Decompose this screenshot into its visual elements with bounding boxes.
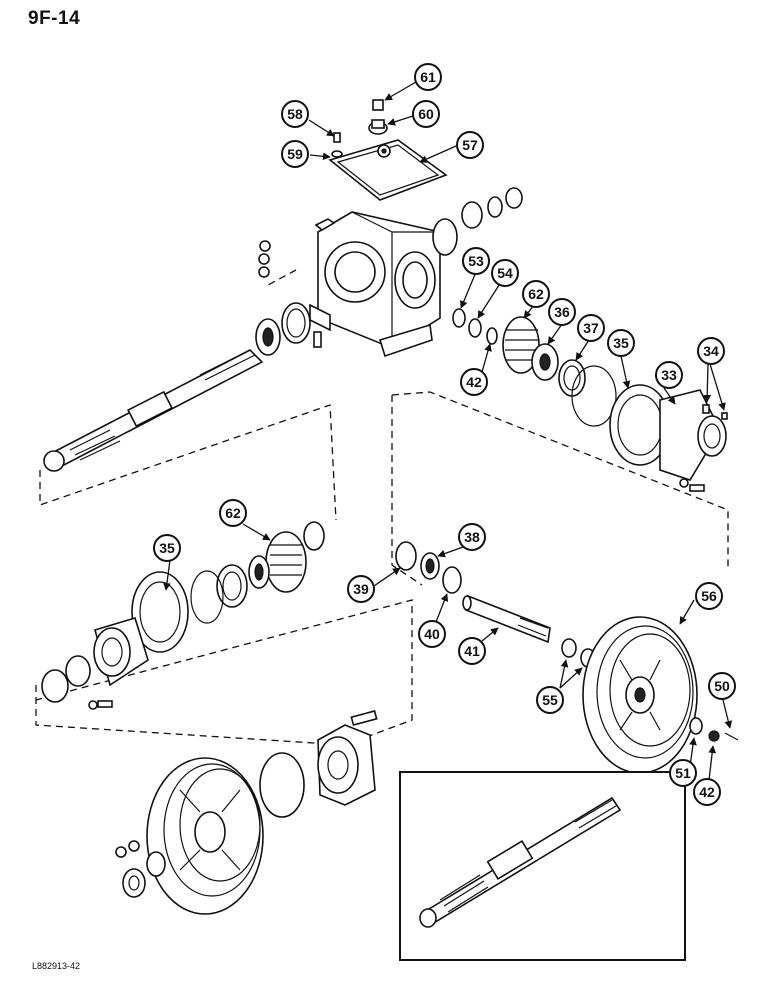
- callout-54: 54: [491, 259, 519, 287]
- callout-62-right: 62: [522, 280, 550, 308]
- inset-alternate-shaft: [399, 771, 686, 961]
- svg-text:62: 62: [528, 286, 544, 302]
- svg-text:58: 58: [287, 106, 303, 122]
- svg-text:37: 37: [583, 320, 599, 336]
- plug-and-washer: [368, 99, 388, 135]
- input-shaft: [43, 349, 264, 472]
- callout-37: 37: [577, 314, 605, 342]
- callout-42-upper: 42: [460, 368, 488, 396]
- svg-text:59: 59: [287, 146, 303, 162]
- callout-50: 50: [708, 672, 736, 700]
- gearbox-housing: [309, 211, 441, 358]
- svg-text:38: 38: [464, 529, 480, 545]
- svg-text:42: 42: [699, 784, 715, 800]
- svg-text:35: 35: [159, 540, 175, 556]
- top-cover-plate: [328, 139, 448, 201]
- svg-text:61: 61: [420, 69, 436, 85]
- callout-59: 59: [281, 140, 309, 168]
- callout-61: 61: [414, 63, 442, 91]
- callout-53: 53: [462, 247, 490, 275]
- svg-text:36: 36: [554, 304, 570, 320]
- callout-36: 36: [548, 298, 576, 326]
- svg-text:39: 39: [353, 581, 369, 597]
- center-shaft-assembly: [395, 541, 596, 668]
- lower-hub: [317, 710, 378, 806]
- callout-51: 51: [669, 759, 697, 787]
- callout-40: 40: [418, 620, 446, 648]
- svg-text:40: 40: [424, 626, 440, 642]
- svg-text:62: 62: [225, 505, 241, 521]
- callout-62-left: 62: [219, 499, 247, 527]
- middle-left-stack: [41, 521, 325, 710]
- svg-text:57: 57: [462, 137, 478, 153]
- svg-text:50: 50: [714, 678, 730, 694]
- callout-38: 38: [458, 523, 486, 551]
- upper-seals-and-bearings: [432, 187, 523, 256]
- svg-text:35: 35: [613, 335, 629, 351]
- right-gear-train: [452, 308, 671, 466]
- bearing-cap-hub: [659, 389, 728, 492]
- callout-56: 56: [695, 582, 723, 610]
- lower-pulley: [115, 752, 305, 915]
- callout-60: 60: [412, 100, 440, 128]
- callout-35-left: 35: [153, 534, 181, 562]
- svg-text:60: 60: [418, 106, 434, 122]
- drawing-code: L882913-42: [32, 961, 81, 971]
- cover-screw-and-washer: [331, 132, 343, 158]
- callout-33: 33: [655, 361, 683, 389]
- svg-text:53: 53: [468, 253, 484, 269]
- svg-text:34: 34: [703, 343, 719, 359]
- leader-lines: [163, 81, 733, 781]
- callout-35-right: 35: [607, 329, 635, 357]
- callout-42-lower: 42: [693, 778, 721, 806]
- callout-57: 57: [456, 131, 484, 159]
- svg-text:56: 56: [701, 588, 717, 604]
- callout-55: 55: [536, 686, 564, 714]
- callout-41: 41: [458, 637, 486, 665]
- svg-text:33: 33: [661, 367, 677, 383]
- shaft-bearing-cone-and-cup: [255, 302, 311, 356]
- svg-text:55: 55: [542, 692, 558, 708]
- housing-bolts: [258, 240, 322, 348]
- svg-text:41: 41: [464, 643, 480, 659]
- svg-text:51: 51: [675, 765, 691, 781]
- svg-text:54: 54: [497, 265, 513, 281]
- callout-58: 58: [281, 100, 309, 128]
- assembly-guide-lines: [35, 269, 729, 746]
- svg-text:42: 42: [466, 374, 482, 390]
- callout-34: 34: [697, 337, 725, 365]
- right-pulley: [582, 616, 739, 774]
- callout-39: 39: [347, 575, 375, 603]
- page-code: 9F-14: [28, 8, 81, 29]
